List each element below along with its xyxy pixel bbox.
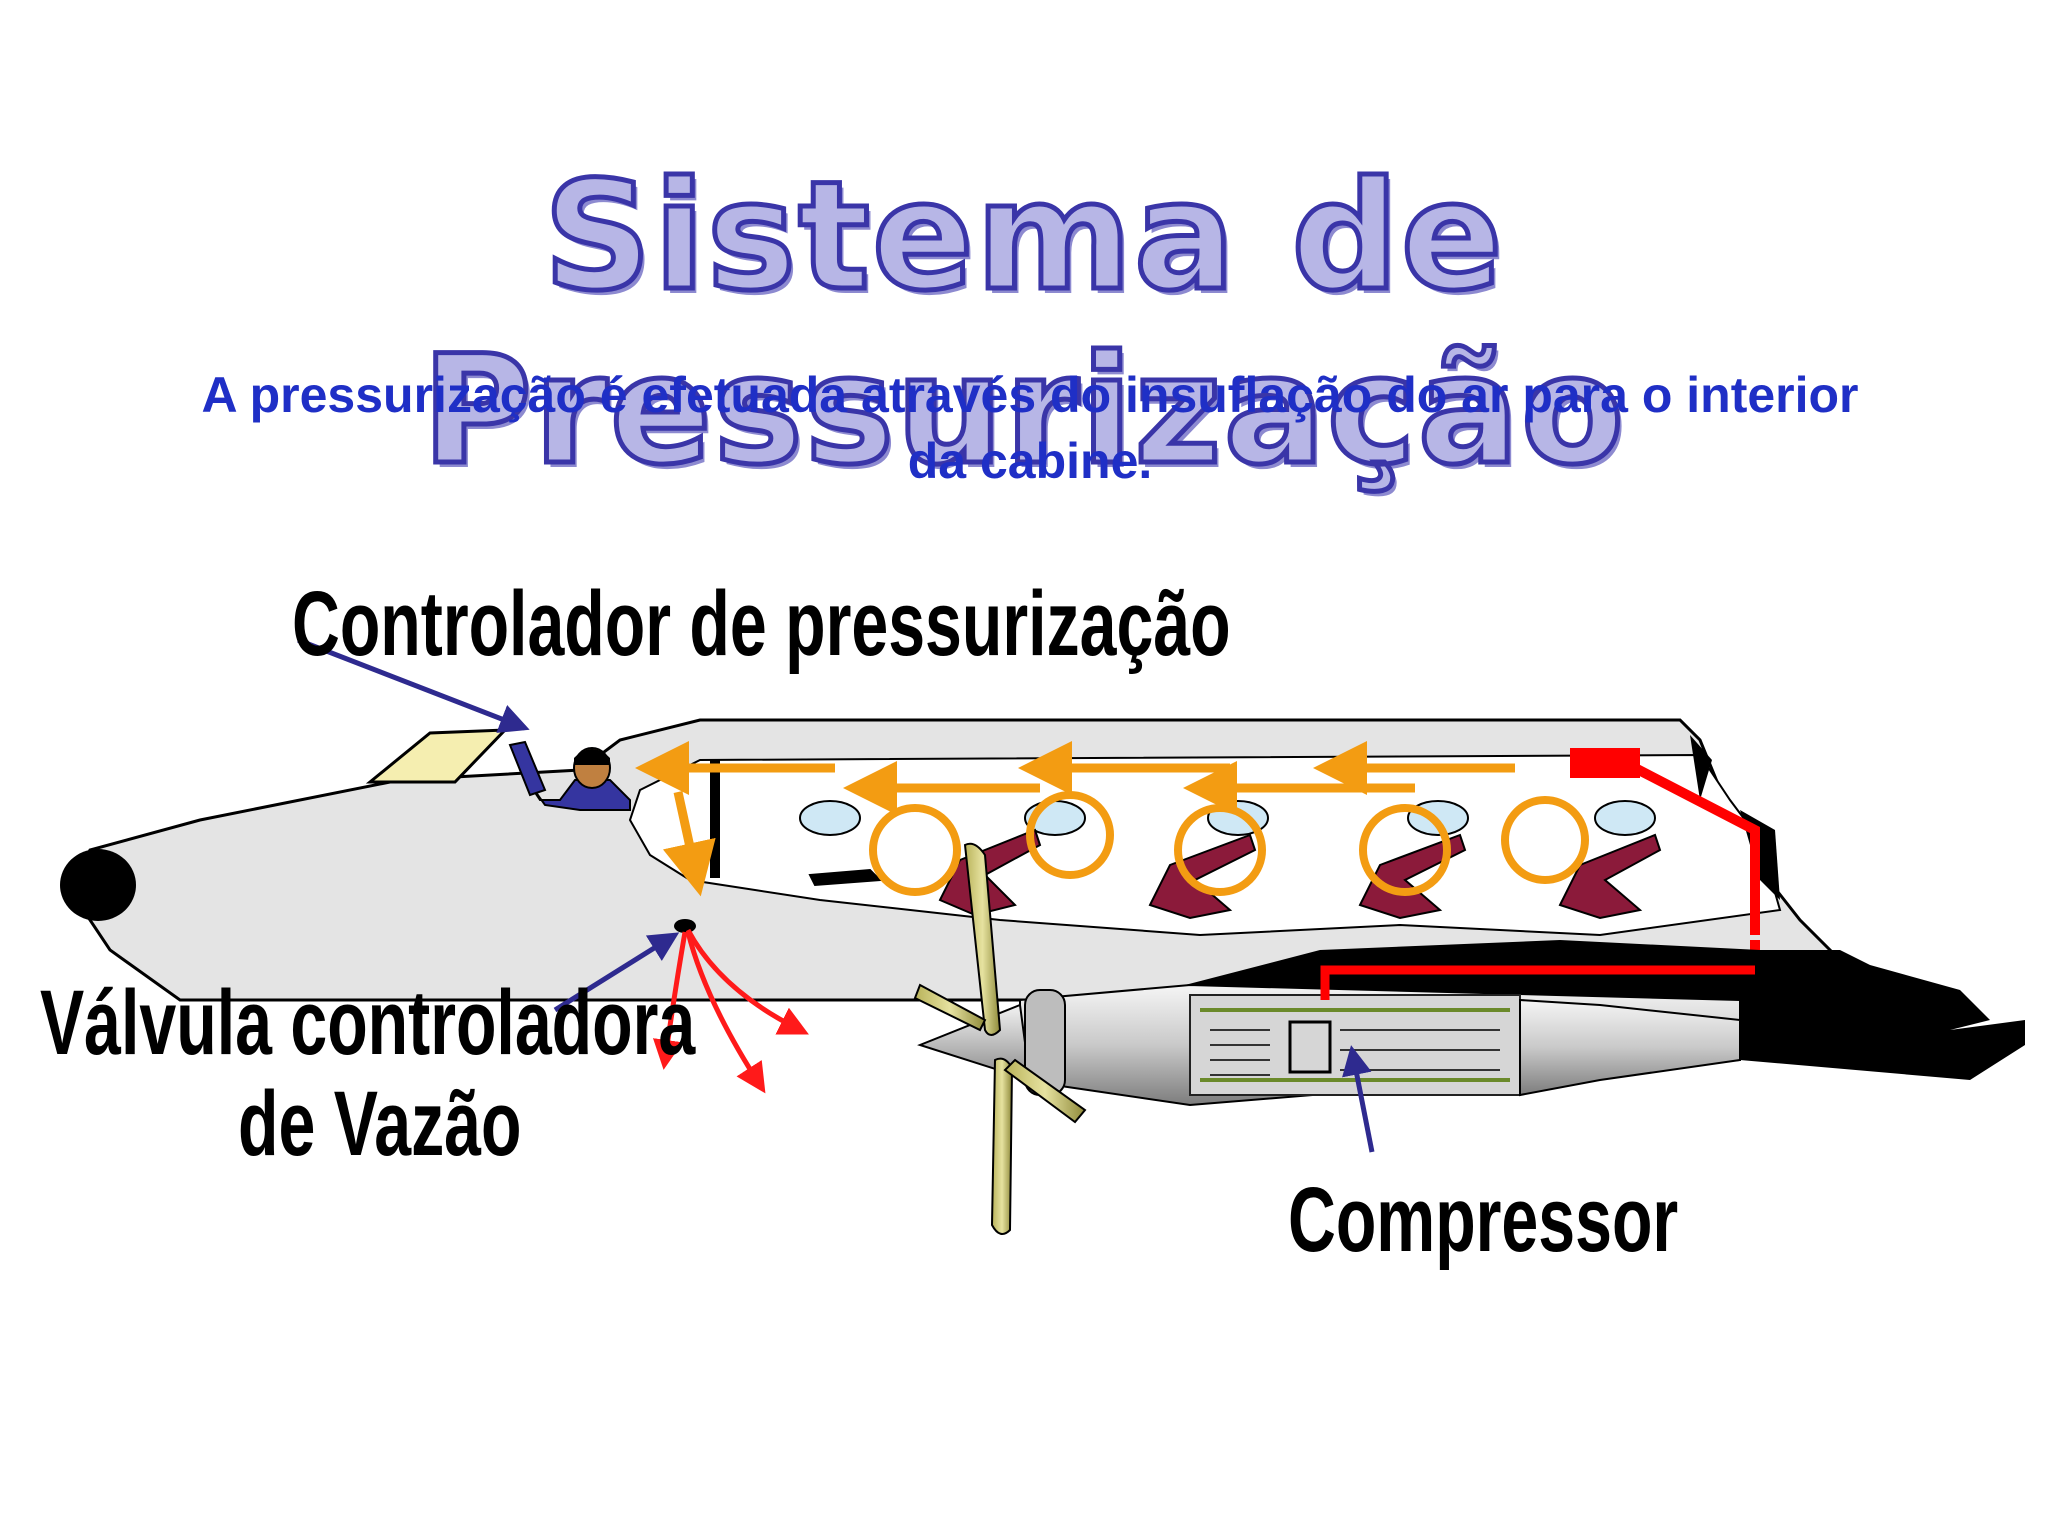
turboprop-engine bbox=[917, 983, 1741, 1107]
outflow-valve-label: Válvula controladora bbox=[40, 972, 696, 1074]
slide-title: Sistema de Pressurização bbox=[419, 148, 1627, 501]
controller-label: Controlador de pressurização bbox=[292, 573, 1231, 675]
slide-subtitle: A pressurização é efetuada através do in… bbox=[201, 367, 1859, 489]
pilot-icon bbox=[508, 740, 631, 811]
propeller-icon bbox=[913, 842, 1087, 1235]
engine-bleed-line bbox=[1320, 965, 1755, 1000]
nose-cone bbox=[60, 849, 136, 921]
pointer-arrows bbox=[297, 637, 1375, 1153]
compressor-label: Compressor bbox=[1288, 1169, 1679, 1271]
bulkhead bbox=[710, 760, 720, 878]
airflow-arrows bbox=[635, 741, 1589, 897]
outflow-valve-label-line2: de Vazão bbox=[238, 1073, 522, 1175]
outflow-valve bbox=[652, 919, 809, 1094]
